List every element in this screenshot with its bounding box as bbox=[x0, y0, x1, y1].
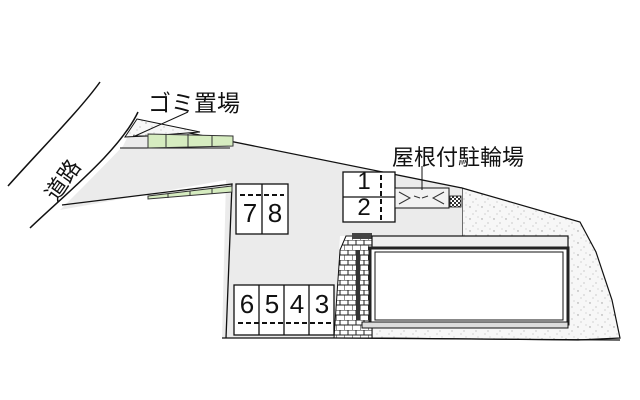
parking-block-3-6 bbox=[233, 284, 335, 336]
bicycle-parking bbox=[394, 166, 462, 209]
parking-space-6: 6 bbox=[239, 289, 255, 319]
planting-strip-lower bbox=[147, 185, 233, 200]
planting-strip-upper bbox=[147, 133, 234, 149]
parking-space-1: 1 bbox=[357, 168, 371, 195]
bicycle-parking-label: 屋根付駐輪場 bbox=[392, 146, 525, 171]
road bbox=[7, 81, 139, 229]
building bbox=[333, 233, 570, 339]
parking-block-7-8 bbox=[235, 183, 289, 235]
parking-space-7: 7 bbox=[242, 198, 258, 228]
parking-space-4: 4 bbox=[289, 289, 305, 319]
parking-space-5: 5 bbox=[264, 289, 280, 319]
parking-space-3: 3 bbox=[314, 289, 330, 319]
parking-space-2: 2 bbox=[357, 194, 371, 221]
garbage-area-label: ゴミ置場 bbox=[148, 91, 240, 117]
parking-space-8: 8 bbox=[267, 198, 283, 228]
parking-block-1-2 bbox=[342, 171, 396, 223]
